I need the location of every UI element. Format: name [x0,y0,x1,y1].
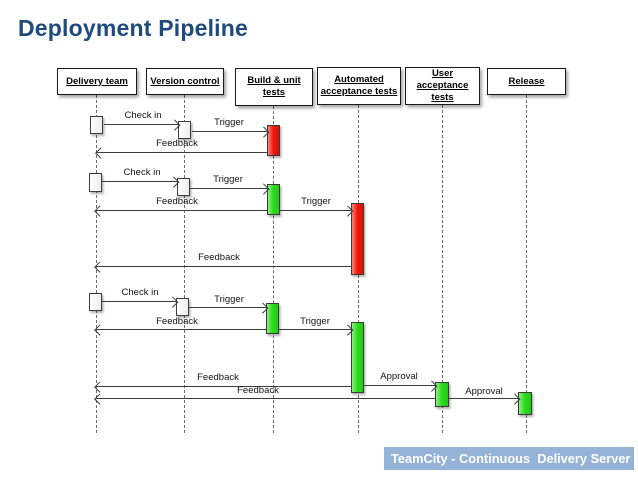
message-label: Trigger [214,117,244,128]
stage-box-delivery-team: Delivery team [57,68,137,95]
arrow-approval-2 [449,398,518,399]
arrow-feedback-1 [97,152,267,153]
run-bar-build-failed-seq1 [267,125,280,156]
lifeline-user-acceptance [442,105,443,433]
message-label: Feedback [198,252,240,263]
message-label: Approval [380,371,418,382]
slide-title: Deployment Pipeline [18,15,249,41]
arrow-feedback-4 [96,329,266,330]
footer-banner: TeamCity - Continuous Delivery Server [384,447,634,470]
arrow-check-in-2 [102,181,177,182]
lifeline-build-unit-tests [273,106,274,433]
lifeline-release [526,95,527,433]
arrow-feedback-6 [96,398,435,399]
message-label: Feedback [237,385,279,396]
stage-label: Build & unit tests [247,75,301,98]
stage-label: Release [508,75,545,87]
run-bar-build-passed-seq2 [267,184,280,215]
activation-version-control-2 [177,178,190,196]
message-label: Trigger [214,294,244,305]
message-label: Feedback [156,316,198,327]
arrow-trigger-1 [192,131,267,132]
message-label: Check in [123,167,161,178]
stage-box-release: Release [487,68,566,95]
run-bar-build-passed-seq3 [266,303,279,334]
stage-box-version-control: Version control [146,68,224,95]
message-label: Approval [465,386,503,397]
stage-label: User acceptance tests [416,68,469,103]
message-label: Feedback [156,138,198,149]
message-label: Check in [121,287,159,298]
message-label: Feedback [156,196,198,207]
arrow-trigger-4 [189,307,266,308]
run-bar-user-acceptance-passed [435,382,449,407]
run-bar-release-passed [518,392,532,415]
message-label: Trigger [300,316,330,327]
activation-delivery-team-3 [89,293,102,311]
message-label: Check in [124,110,162,121]
arrow-feedback-5 [96,386,351,387]
stage-label: Version control [150,75,220,87]
run-bar-acceptance-passed-seq3 [351,322,364,393]
arrow-feedback-2 [96,210,267,211]
arrow-check-in-3 [102,301,176,302]
message-label: Trigger [213,174,243,185]
arrow-check-in-1 [104,124,178,125]
activation-version-control-1 [178,121,191,139]
stage-box-build-unit-tests: Build & unit tests [235,68,313,106]
activation-delivery-team-2 [89,173,102,192]
stage-box-automated-acceptance: Automated acceptance tests [317,67,401,105]
activation-delivery-team-1 [90,116,103,134]
stage-label: Delivery team [66,75,128,87]
arrow-approval-1 [364,385,435,386]
stage-box-user-acceptance: User acceptance tests [405,67,480,105]
arrow-trigger-5 [279,329,351,330]
arrow-feedback-3 [96,266,351,267]
run-bar-acceptance-failed-seq2 [351,203,364,275]
lifeline-version-control [184,95,185,433]
arrow-trigger-3 [280,210,351,211]
arrow-trigger-2 [190,188,267,189]
stage-label: Automated acceptance tests [320,74,398,97]
message-label: Feedback [197,372,239,383]
message-label: Trigger [301,196,331,207]
